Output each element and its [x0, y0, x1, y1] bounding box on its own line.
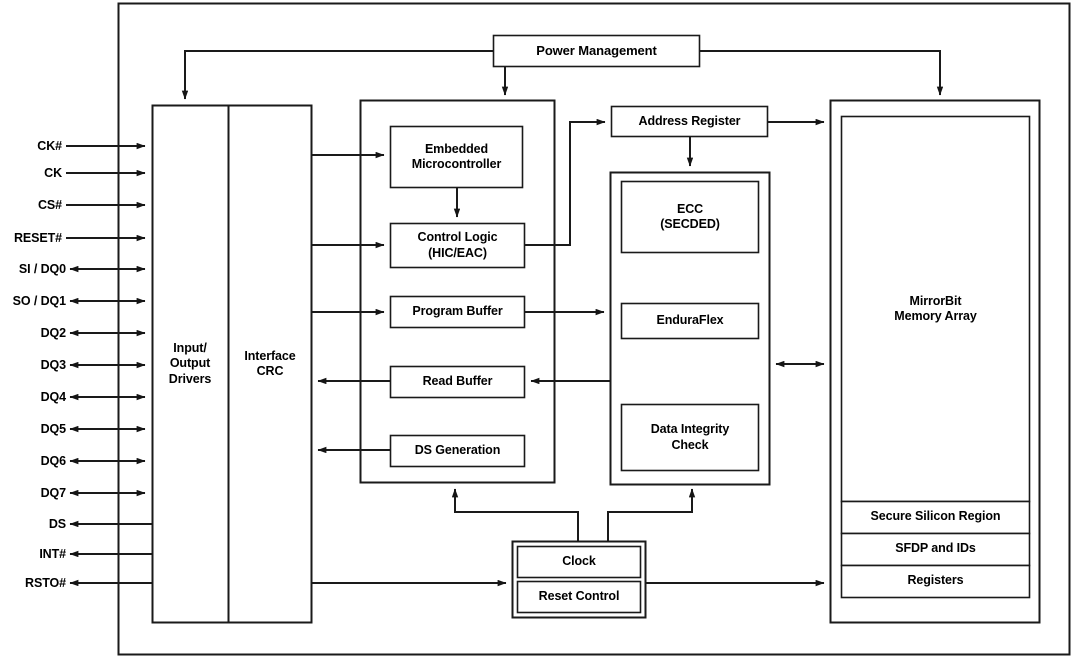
pin-label-si-dq0: SI / DQ0 [18, 262, 66, 276]
pin-label-ck-hash: CK# [37, 139, 62, 153]
conn-clock-to-array-iface [607, 488, 696, 541]
array-interface-group [609, 171, 771, 486]
control-logic-box [389, 222, 526, 269]
embedded-microcontroller-box [389, 125, 524, 189]
pin-label-dq7: DQ7 [40, 486, 67, 500]
pin-label-dq5: DQ5 [40, 422, 67, 436]
registers-box [840, 564, 1031, 599]
address-register-box [610, 105, 769, 138]
core-logic-group [359, 99, 556, 484]
read-buffer-box [389, 365, 526, 399]
mirrorbit-memory-array-box [840, 115, 1031, 503]
secure-silicon-region-box [840, 500, 1031, 535]
pin-label-dq2: DQ2 [40, 326, 67, 340]
pin-label-dq4: DQ4 [40, 390, 67, 404]
io-interface-group [151, 104, 313, 624]
pin-label-dq3: DQ3 [40, 358, 67, 372]
ecc-secded-box [620, 180, 760, 254]
pin-label-rsto-hash: RSTO# [25, 576, 66, 590]
pin-label-dq6: DQ6 [40, 454, 67, 468]
conn-control-logic-to-address [525, 118, 606, 246]
conn-power-to-memory [700, 50, 944, 96]
data-integrity-check-box [620, 403, 760, 472]
sfdp-and-ids-box [840, 532, 1031, 567]
pin-label-ds: DS [48, 517, 66, 531]
conn-power-to-io-drivers [181, 50, 493, 100]
power-management-box [492, 34, 701, 68]
reset-control-box [516, 580, 642, 614]
ds-generation-box [389, 434, 526, 468]
clock-reset-group [511, 540, 647, 619]
pin-label-ck: CK [44, 166, 62, 180]
memory-array-group [829, 99, 1041, 624]
pin-label-cs-hash: CS# [37, 198, 62, 212]
program-buffer-box [389, 295, 526, 329]
enduraflex-box [620, 302, 760, 340]
pin-label-so-dq1: SO / DQ1 [12, 294, 66, 308]
pin-label-int-hash: INT# [39, 547, 66, 561]
conn-clock-to-core [451, 488, 579, 541]
pin-label-reset-hash: RESET# [13, 231, 62, 245]
clock-box [516, 545, 642, 579]
